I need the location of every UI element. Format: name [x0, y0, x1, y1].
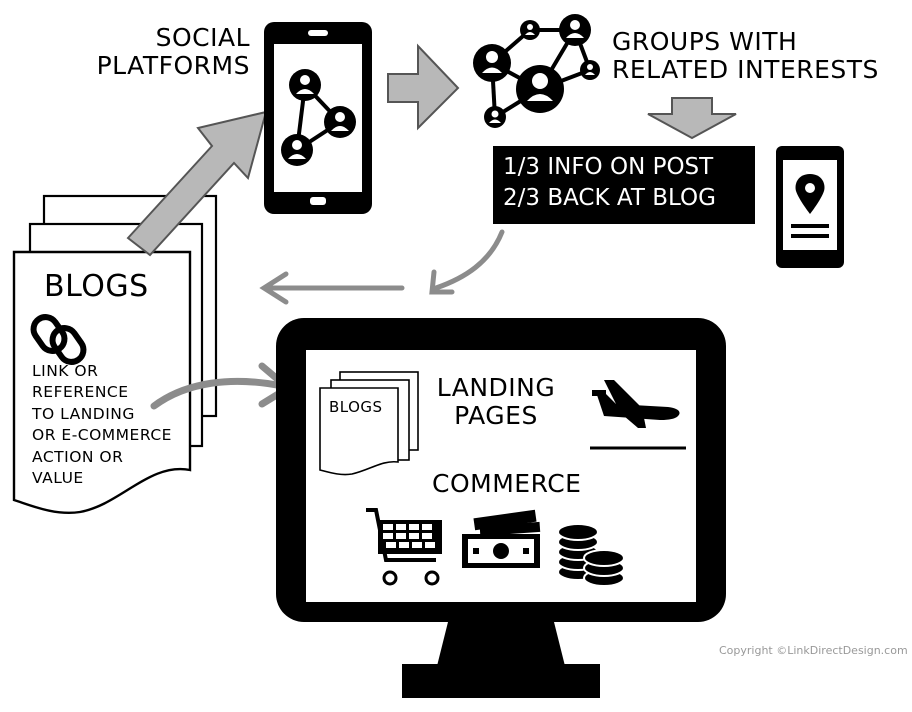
blogs-line: LINK OR: [32, 362, 99, 380]
landing-pages-label: LANDING PAGES: [434, 374, 558, 430]
blogs-line: TO LANDING: [32, 404, 135, 423]
return-curve-arrow: [429, 229, 505, 295]
location-pin-phone-icon: [776, 146, 844, 268]
arrow-back-to-blog: [259, 271, 405, 305]
coin-stack-icon: [557, 523, 625, 587]
info-line2: 2/3 BACK AT BLOG: [503, 185, 716, 212]
blogs-line: OR E-COMMERCE: [32, 426, 172, 445]
info-box: 1/3 INFO ON POST 2/3 BACK AT BLOG: [493, 146, 755, 224]
arrow-social-to-groups: [387, 43, 460, 131]
copyright-notice: Copyright ©LinkDirectDesign.com: [719, 644, 908, 657]
mini-blog-stack: [319, 371, 419, 476]
groups-line2: RELATED INTERESTS: [612, 55, 879, 84]
banknotes-icon: [462, 509, 541, 568]
landing-line1: LANDING: [436, 373, 556, 402]
landing-line2: PAGES: [454, 401, 538, 430]
share-arrow-blog-to-social: [126, 110, 268, 257]
mini-blogs-label: BLOGS: [329, 398, 383, 416]
chain-link-icon: [30, 314, 87, 365]
commerce-label: COMMERCE: [432, 469, 582, 498]
arrow-groups-to-info: [647, 97, 737, 140]
social-network-icon: [281, 69, 356, 166]
smartphone-icon: [264, 22, 372, 214]
groups-label: GROUPS WITH RELATED INTERESTS: [612, 28, 879, 84]
blogs-line: REFERENCE: [32, 383, 129, 402]
shopping-cart-icon: [366, 508, 442, 586]
groups-line1: GROUPS WITH: [612, 27, 798, 56]
group-members: [473, 14, 600, 128]
social-platforms-line1: SOCIAL: [155, 23, 250, 52]
social-platforms-label: SOCIAL PLATFORMS: [60, 24, 250, 80]
blogs-description: LINK OR REFERENCE TO LANDING OR E-COMMER…: [32, 361, 172, 489]
blogs-line: ACTION OR: [32, 447, 124, 466]
blogs-title: BLOGS: [44, 269, 149, 304]
airplane-icon: [592, 380, 680, 428]
blog-document-stack: [12, 194, 218, 515]
blogs-line: VALUE: [32, 468, 84, 487]
info-line1: 1/3 INFO ON POST: [503, 154, 714, 180]
social-platforms-line2: PLATFORMS: [96, 51, 250, 80]
